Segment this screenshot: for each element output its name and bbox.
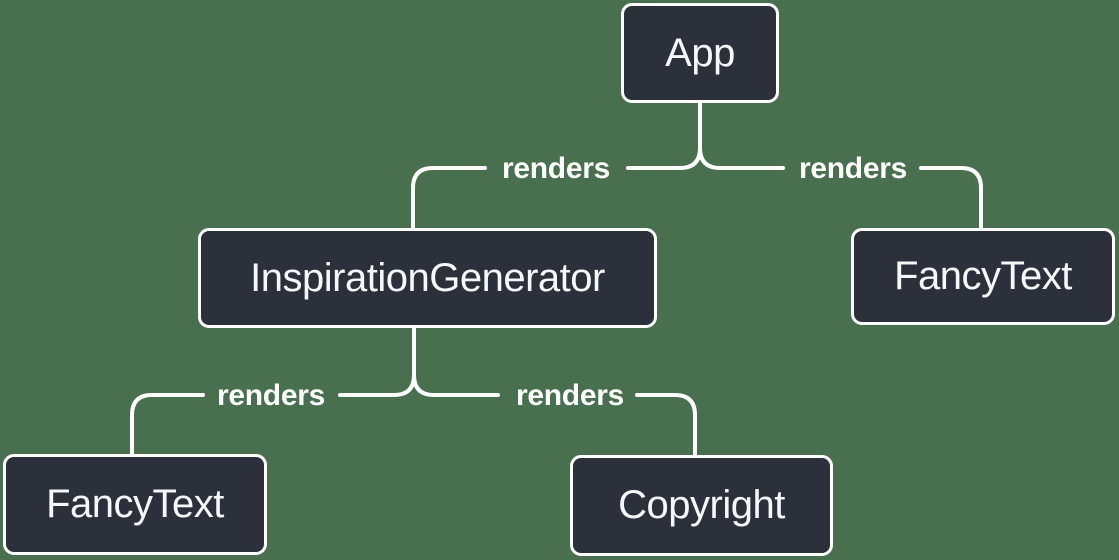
- node-fancy-text-bottom-label: FancyText: [46, 482, 224, 526]
- edge-app-fancytext-flare: [698, 101, 785, 170]
- edge-label-renders-bottom-right: renders: [516, 379, 624, 412]
- edge-app-fancytext-drop: [919, 166, 983, 230]
- node-copyright: Copyright: [570, 455, 833, 556]
- edge-label-renders-bottom-left: renders: [217, 379, 325, 412]
- edge-app-inspirationgenerator-flare: [626, 101, 702, 170]
- edge-inspirationgenerator-copyright-drop: [635, 393, 697, 457]
- node-fancy-text-top-right: FancyText: [851, 228, 1115, 325]
- node-app-label: App: [665, 30, 735, 75]
- edge-label-renders-top-right: renders: [799, 152, 907, 185]
- edge-label-renders-top-left: renders: [502, 152, 610, 185]
- edge-app-inspirationgenerator-drop: [411, 166, 487, 230]
- edge-inspirationgenerator-fancytext-drop: [130, 393, 205, 456]
- node-inspiration-generator-label: InspirationGenerator: [250, 255, 605, 300]
- node-fancy-text-top-label: FancyText: [894, 254, 1072, 298]
- node-inspiration-generator: InspirationGenerator: [198, 228, 657, 328]
- node-app: App: [621, 3, 779, 103]
- node-copyright-label: Copyright: [618, 483, 785, 527]
- edge-inspirationgenerator-fancytext-flare: [338, 326, 416, 397]
- edge-inspirationgenerator-copyright-flare: [412, 326, 500, 397]
- node-fancy-text-bottom-left: FancyText: [3, 454, 267, 555]
